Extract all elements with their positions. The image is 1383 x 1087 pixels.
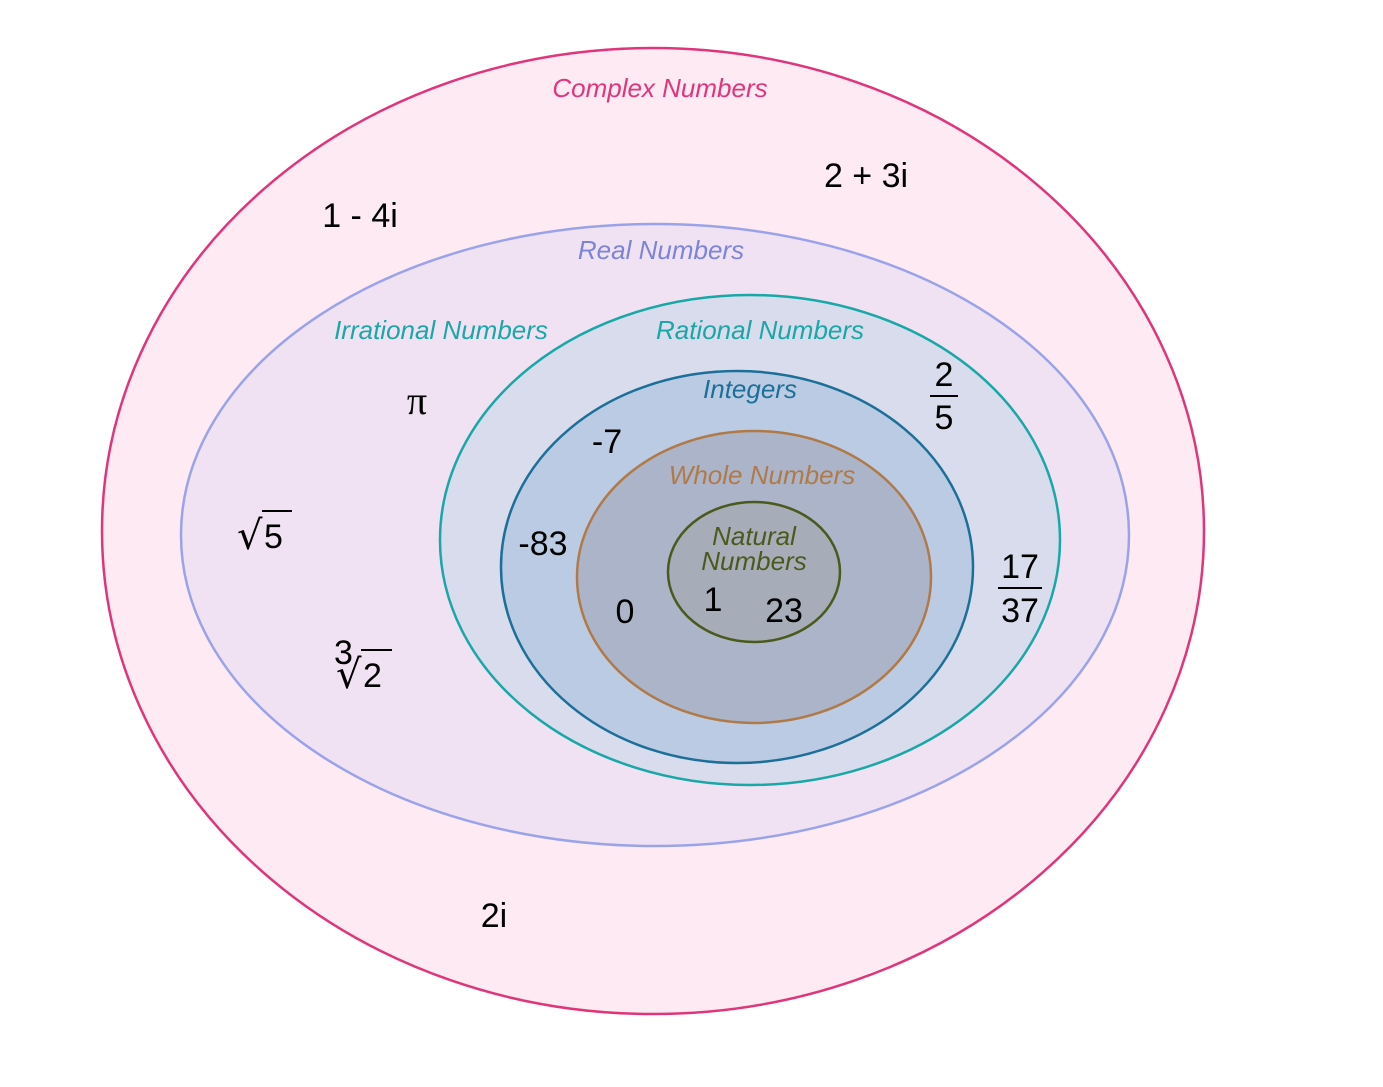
integers-label: Integers [703,374,797,404]
fraction-numerator: 17 [1001,548,1039,586]
rational-numbers-border [438,293,1062,787]
complex-numbers-border [100,46,1206,1016]
whole-example-0: 0 [616,593,635,631]
whole-numbers-border [575,429,933,725]
natural-numbers-border [666,500,842,644]
cube-root-index: 3 [334,634,353,672]
irrational-numbers-label: Irrational Numbers [334,315,548,345]
real-numbers-border [179,222,1131,848]
fraction-denominator: 37 [1001,592,1039,630]
integer-example-neg83: -83 [518,525,567,563]
natural-numbers-label-line2: Numbers [701,546,806,576]
complex-example-2i: 2i [481,897,507,935]
complex-example-1-minus-4i: 1 - 4i [322,197,398,235]
square-root-symbol: √ [237,513,263,559]
real-numbers-label: Real Numbers [578,235,744,265]
complex-example-2-plus-3i: 2 + 3i [824,157,908,195]
natural-numbers-label-line1: Natural [712,521,797,551]
irrational-example-cube-root-2: 3 √ 2 [334,634,392,698]
complex-numbers-label: Complex Numbers [552,73,767,103]
rational-example-2-over-5: 2 5 [930,356,958,437]
square-root-radicand: 5 [264,518,283,556]
irrational-example-pi: π [407,378,427,423]
rational-numbers-label: Rational Numbers [656,315,864,345]
natural-example-1: 1 [704,581,723,619]
natural-numbers-set [668,502,840,642]
irrational-example-sqrt5: √ 5 [237,510,292,559]
fraction-numerator: 2 [935,356,954,394]
rational-example-17-over-37: 17 37 [998,548,1042,630]
integer-example-neg7: -7 [592,423,622,461]
natural-example-23: 23 [765,592,803,630]
cube-root-symbol: √ [336,652,362,698]
integers-border [499,369,975,765]
whole-numbers-label: Whole Numbers [669,460,855,490]
cube-root-radicand: 2 [363,657,382,695]
fraction-denominator: 5 [935,399,954,437]
